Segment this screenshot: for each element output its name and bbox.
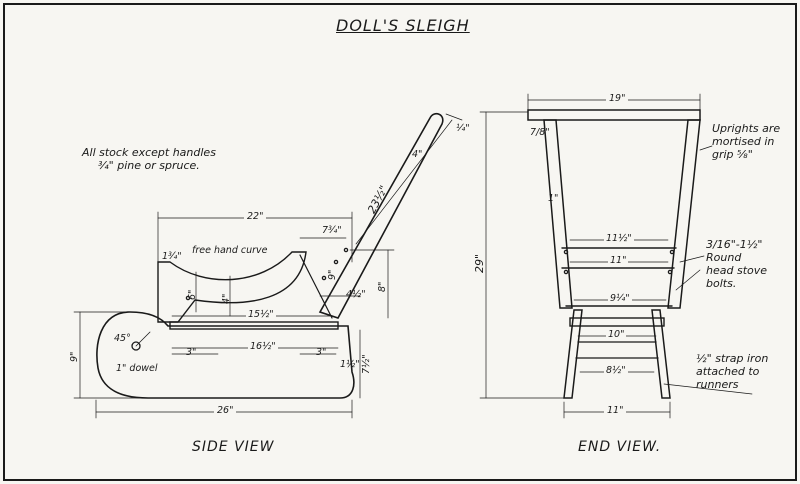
dim-19: 19" xyxy=(606,94,629,104)
end-view-label: END VIEW. xyxy=(578,439,662,455)
bolts-note-line: head stove xyxy=(706,264,768,277)
dim-3-left: 3" xyxy=(186,347,197,358)
dim-11-half: 11½" xyxy=(604,233,634,244)
dim-6: 6" xyxy=(187,289,198,300)
front-upright xyxy=(157,251,307,323)
strap-note-line: attached to xyxy=(696,365,760,378)
top-handle-bar xyxy=(527,109,701,121)
right-runner xyxy=(651,309,671,399)
dim-4-height: 4" xyxy=(221,293,232,304)
dowel-label: 1" dowel xyxy=(116,363,158,374)
bolts-note: 3/16"-1½" Round head stove bolts. xyxy=(706,238,798,290)
dim-8-half: 8½" xyxy=(604,365,628,376)
uprights-note-line: mortised in xyxy=(712,135,775,148)
strap-note-line: runners xyxy=(696,378,739,391)
dim-4-half: 4½" xyxy=(346,289,366,300)
stock-note-line: All stock except handles xyxy=(82,146,216,159)
stock-note-line: ¾" pine or spruce. xyxy=(98,159,200,172)
dim-7-8: 7/8" xyxy=(530,127,550,138)
bolts-note-line: 3/16"-1½" Round xyxy=(706,238,763,264)
dim-1: 1" xyxy=(548,193,559,204)
side-view-label: SIDE VIEW xyxy=(192,439,275,455)
dim-22: 22" xyxy=(244,212,267,222)
uprights-note-line: grip ⅝" xyxy=(712,148,753,161)
uprights-note: Uprights are mortised in grip ⅝" xyxy=(712,122,796,161)
stock-note: All stock except handles ¾" pine or spru… xyxy=(82,146,282,172)
dim-26: 26" xyxy=(214,406,237,416)
uprights-note-line: Uprights are xyxy=(712,122,781,135)
seat-board xyxy=(169,321,339,330)
strap-note: ½" strap iron attached to runners xyxy=(696,352,796,391)
dim-1-half: 1½" xyxy=(340,359,360,370)
dim-7-half: 7½" xyxy=(361,354,372,374)
end-seat xyxy=(569,317,665,327)
dim-1-3q: 1¾" xyxy=(162,251,182,262)
right-upright xyxy=(667,119,701,309)
left-runner xyxy=(563,309,583,399)
dim-8: 8" xyxy=(377,281,388,292)
dim-9-quarter: 9¼" xyxy=(608,293,632,304)
angle-label: 45° xyxy=(114,333,131,344)
dim-15-half: 15½" xyxy=(246,309,276,320)
end-view-linework xyxy=(479,93,753,419)
left-upright xyxy=(543,119,573,309)
dowel-hole xyxy=(131,341,141,351)
dim-quarter: ¼" xyxy=(456,123,470,134)
dim-7-3q: 7¾" xyxy=(322,225,342,236)
dim-3-right: 3" xyxy=(316,347,327,358)
dim-16-half: 16½" xyxy=(248,341,278,352)
dim-29: 29" xyxy=(473,250,486,276)
drawing-title: DOLL'S SLEIGH xyxy=(336,16,470,35)
dim-9-height: 9" xyxy=(69,351,80,362)
strap-note-line: ½" strap iron xyxy=(696,352,769,365)
dim-11-upper: 11" xyxy=(608,255,629,266)
dim-10: 10" xyxy=(606,329,627,340)
dim-4-handle: 4" xyxy=(412,149,423,160)
drawing-border xyxy=(3,3,797,481)
bolts-note-line: bolts. xyxy=(706,277,737,290)
free-hand-curve-label: free hand curve xyxy=(192,245,268,256)
dim-9-handle: 9" xyxy=(327,269,338,280)
back-handle xyxy=(318,112,444,319)
dim-11-bottom: 11" xyxy=(604,406,627,416)
